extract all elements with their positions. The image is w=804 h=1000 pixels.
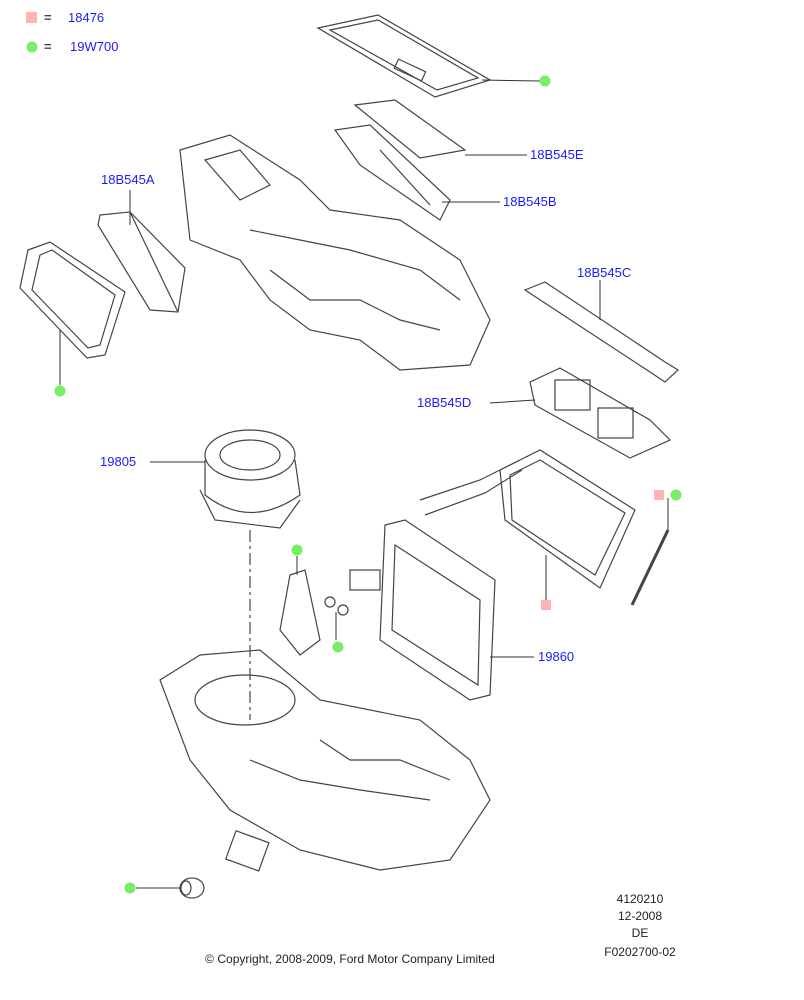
upper-housing-part — [179, 134, 491, 371]
pink-marker — [654, 490, 664, 500]
door-18B545E-part — [333, 99, 467, 221]
green-marker — [124, 882, 136, 894]
legend-green-circle — [26, 41, 38, 53]
legend-part-19W700[interactable]: 19W700 — [70, 39, 119, 54]
legend-equals: = — [44, 39, 52, 54]
copyright-text: © Copyright, 2008-2009, Ford Motor Compa… — [205, 952, 495, 966]
callout-19860[interactable]: 19860 — [538, 649, 575, 664]
figure-number: F0202700-02 — [604, 945, 676, 959]
legend-equals: = — [44, 10, 52, 25]
diagram-date: 12-2008 — [617, 909, 663, 923]
green-marker — [539, 75, 551, 87]
door-18B545C-part — [523, 281, 679, 383]
callout-18B545E[interactable]: 18B545E — [530, 147, 584, 162]
leader-lines — [59, 79, 669, 889]
legend-pink-square — [26, 12, 37, 23]
green-marker — [54, 385, 66, 397]
pink-markers — [26, 12, 664, 610]
callout-18B545B[interactable]: 18B545B — [503, 194, 557, 209]
filter-frame-part — [19, 241, 126, 359]
callout-18B545C[interactable]: 18B545C — [577, 265, 632, 280]
top-cover-part — [316, 14, 492, 98]
grommet-part — [179, 877, 205, 899]
green-marker — [670, 489, 682, 501]
heater-core-part — [419, 449, 636, 589]
tube-part — [630, 529, 670, 606]
lower-housing-part — [159, 649, 491, 872]
seal-plate-part — [279, 569, 349, 656]
blower-motor-19805-part — [199, 429, 301, 529]
pink-marker — [541, 600, 551, 610]
reference-number: 4120210 — [616, 892, 664, 906]
language-code: DE — [631, 926, 649, 940]
green-marker — [291, 544, 303, 556]
filter-18B545A-part — [97, 211, 186, 313]
evaporator-19860-part — [349, 519, 496, 701]
legend-part-18476[interactable]: 18476 — [68, 10, 105, 25]
green-markers — [26, 41, 682, 894]
callout-19805[interactable]: 19805 — [100, 454, 137, 469]
callout-18B545D[interactable]: 18B545D — [417, 395, 472, 410]
door-18B545D-part — [529, 367, 672, 459]
callout-18B545A[interactable]: 18B545A — [101, 172, 155, 187]
green-marker — [332, 641, 344, 653]
